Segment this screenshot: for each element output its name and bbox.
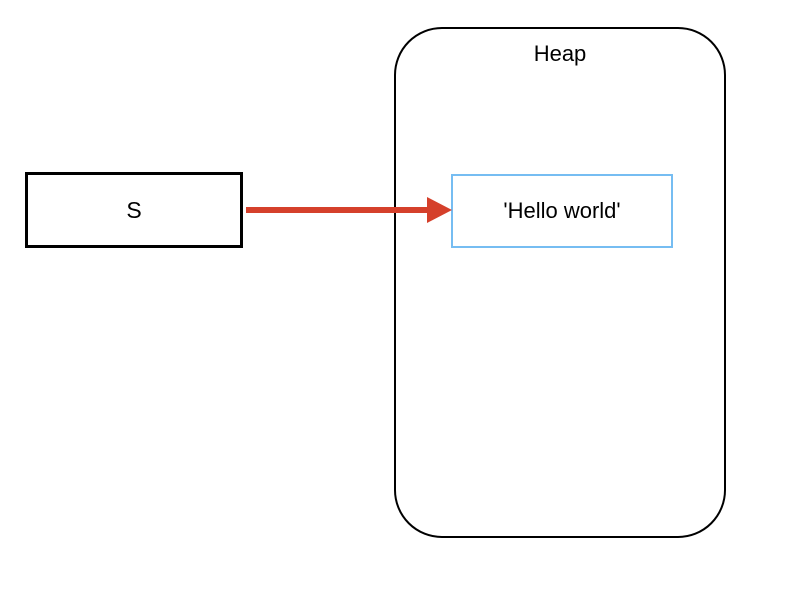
pointer-arrow-head: [427, 197, 452, 223]
variable-label: S: [126, 196, 142, 223]
variable-box: S: [25, 172, 243, 248]
heap-string-box: 'Hello world': [451, 174, 673, 248]
heap-label: Heap: [533, 41, 587, 66]
pointer-arrow: [246, 197, 452, 223]
heap-container: Heap 'Hello world': [394, 27, 726, 538]
heap-string-value: 'Hello world': [503, 198, 621, 223]
